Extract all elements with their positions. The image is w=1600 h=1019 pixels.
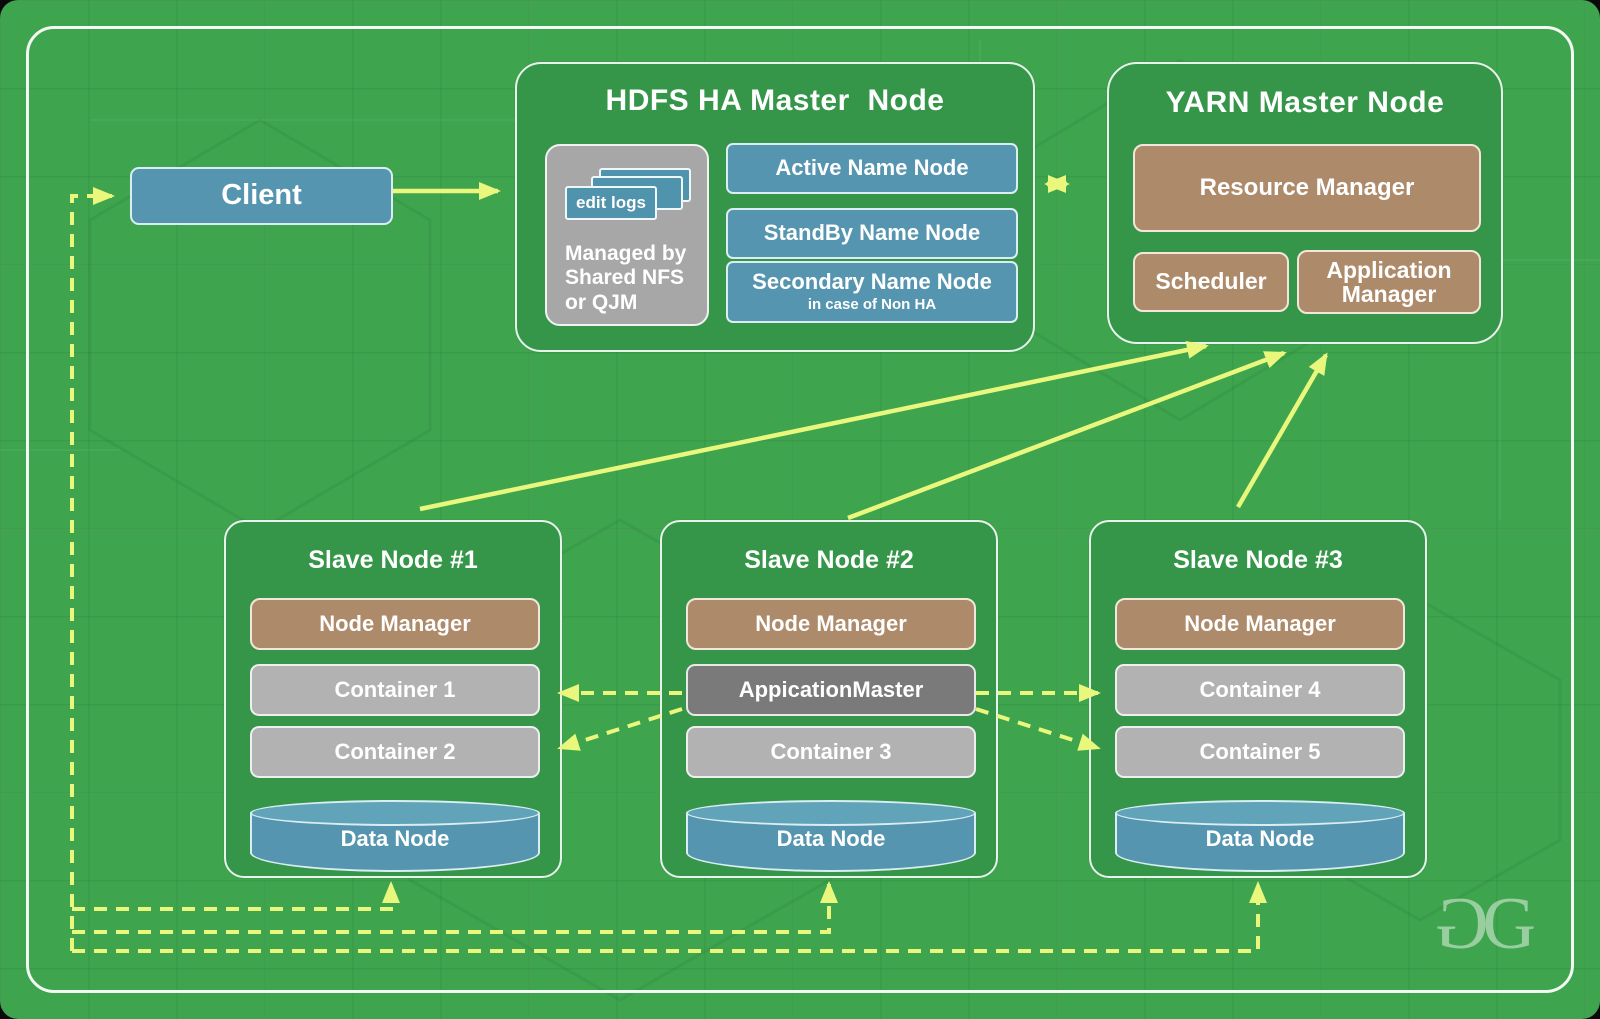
logo-letter: G xyxy=(1482,883,1536,965)
client-label: Client xyxy=(221,179,302,212)
hdfs-ha-master-panel: HDFS HA Master Node edit logs Managed by… xyxy=(515,62,1035,352)
slave3-container-4: Container 4 xyxy=(1115,664,1405,716)
edit-logs-box: edit logs Managed by Shared NFS or QJM xyxy=(545,144,709,326)
slave2-node-manager: Node Manager xyxy=(686,598,976,650)
yarn-master-panel: YARN Master Node Resource Manager Schedu… xyxy=(1107,62,1503,344)
slave-node-2-panel: Slave Node #2 Node Manager AppicationMas… xyxy=(660,520,998,878)
yarn-panel-title: YARN Master Node xyxy=(1165,86,1445,119)
application-manager: Application Manager xyxy=(1297,250,1481,314)
standby-name-node: StandBy Name Node xyxy=(726,208,1018,259)
slave2-application-master: AppicationMaster xyxy=(686,664,976,716)
slave-node-3-panel: Slave Node #3 Node Manager Container 4 C… xyxy=(1089,520,1427,878)
logo-letter-flipped: G xyxy=(1435,883,1489,965)
arrow-slave2-to-yarn xyxy=(847,350,1287,521)
geeksforgeeks-logo: GG xyxy=(1435,883,1536,965)
edit-logs-sheet-front: edit logs xyxy=(565,186,657,220)
client-node: Client xyxy=(130,167,393,225)
arrow-datapath-to-datanode2 xyxy=(72,881,838,934)
cylinder-top xyxy=(686,800,976,826)
slave3-data-node: Data Node xyxy=(1115,800,1405,872)
slave2-data-node: Data Node xyxy=(686,800,976,872)
cylinder-top xyxy=(250,800,540,826)
secondary-name-node-note: in case of Non HA xyxy=(807,296,937,314)
arrow-datapath-to-datanode3 xyxy=(72,881,1267,953)
slave1-data-node: Data Node xyxy=(250,800,540,872)
arrow-slave3-to-yarn xyxy=(1236,352,1328,509)
hdfs-panel-title: HDFS HA Master Node xyxy=(605,84,945,117)
edit-logs-label: edit logs xyxy=(576,193,646,212)
slave-node-1-panel: Slave Node #1 Node Manager Container 1 C… xyxy=(224,520,562,878)
secondary-name-node: Secondary Name Node in case of Non HA xyxy=(726,261,1018,323)
slave1-container-1: Container 1 xyxy=(250,664,540,716)
scheduler: Scheduler xyxy=(1133,252,1289,312)
edit-logs-caption: Managed by Shared NFS or QJM xyxy=(565,242,687,314)
slave1-container-2: Container 2 xyxy=(250,726,540,778)
arrow-datapath-to-client xyxy=(70,187,115,951)
slave-node-3-title: Slave Node #3 xyxy=(1173,546,1343,574)
arrow-datapath-to-datanode1 xyxy=(72,881,400,911)
slave-node-2-title: Slave Node #2 xyxy=(744,546,914,574)
arrow-slave1-to-yarn xyxy=(419,341,1209,512)
slave2-container-3: Container 3 xyxy=(686,726,976,778)
slave3-container-5: Container 5 xyxy=(1115,726,1405,778)
slave1-node-manager: Node Manager xyxy=(250,598,540,650)
cylinder-top xyxy=(1115,800,1405,826)
resource-manager: Resource Manager xyxy=(1133,144,1481,232)
slave3-node-manager: Node Manager xyxy=(1115,598,1405,650)
slave-node-1-title: Slave Node #1 xyxy=(308,546,478,574)
active-name-node: Active Name Node xyxy=(726,143,1018,194)
